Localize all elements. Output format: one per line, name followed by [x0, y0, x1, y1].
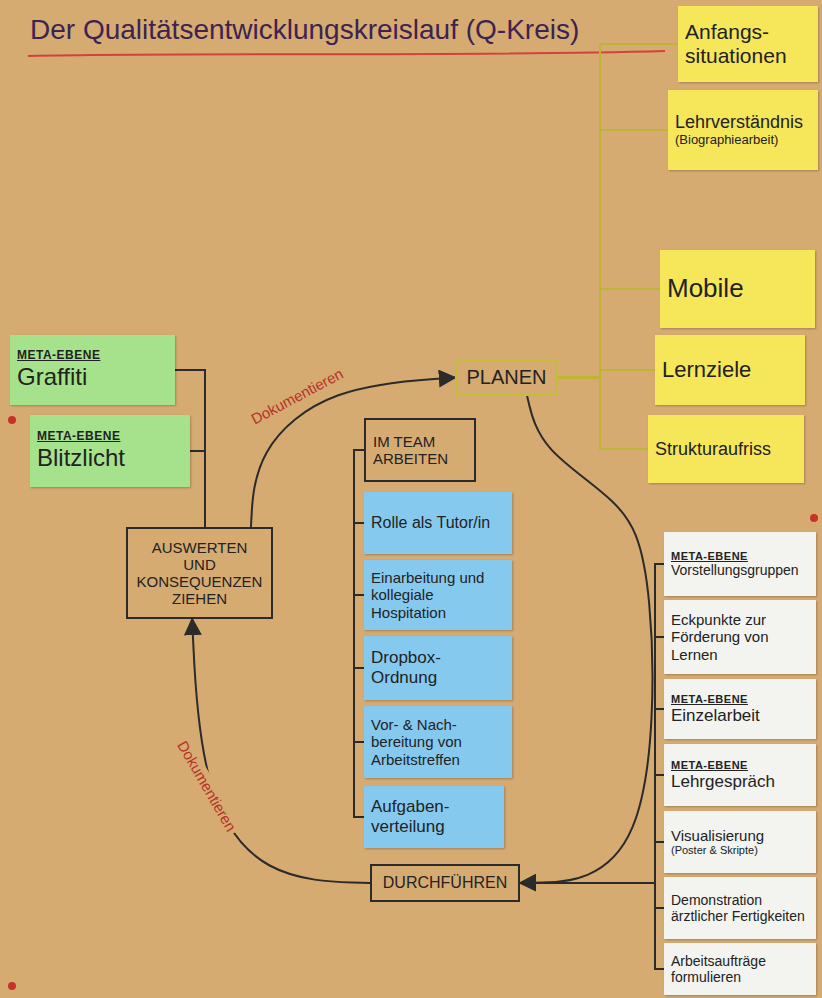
stage-box: PLANEN	[455, 359, 558, 396]
cycle-arrow	[520, 396, 652, 883]
card-text: Vor- & Nach- bereitung von Arbeitstreffe…	[371, 716, 505, 768]
card-text: Arbeitsaufträge formulieren	[671, 953, 809, 985]
card: Eckpunkte zur Förderung von Lernen	[664, 600, 816, 674]
card: Lernziele	[655, 335, 805, 405]
edge-label: Dokumentieren	[245, 363, 348, 429]
card: Aufgaben- verteilung	[364, 786, 504, 848]
stage-box: IM TEAM ARBEITEN	[364, 418, 476, 482]
stage-box: AUSWERTEN UND KONSEQUENZEN ZIEHEN	[126, 527, 273, 619]
card-text: Anfangs- situationen	[685, 20, 811, 68]
card: META-EBENEBlitzlicht	[30, 415, 190, 487]
card: Demonstration ärztlicher Fertigkeiten	[664, 877, 816, 939]
card: META-EBENEEinzelarbeit	[664, 679, 816, 739]
card: Vor- & Nach- bereitung von Arbeitstreffe…	[364, 706, 512, 778]
bracket-line	[354, 450, 364, 668]
cycle-arrow	[192, 619, 370, 883]
card-text: DURCHFÜHREN	[379, 874, 511, 892]
bracket-line	[558, 378, 648, 450]
card-text: Einarbeitung und kollegiale Hospitation	[371, 569, 505, 621]
card-text: Mobile	[667, 274, 808, 304]
card: META-EBENEGraffiti	[10, 335, 175, 405]
card-text: Lehrverständnis	[675, 112, 811, 133]
card-text: Vorstellungsgruppen	[671, 562, 809, 578]
stage-box: DURCHFÜHREN	[370, 864, 520, 902]
pin	[8, 982, 16, 990]
card-text: Demonstration ärztlicher Fertigkeiten	[671, 892, 809, 924]
card-text: Eckpunkte zur Förderung von Lernen	[671, 611, 809, 663]
title: Der Qualitätsentwicklungskreislauf (Q-Kr…	[30, 14, 579, 46]
bracket-line	[520, 564, 664, 883]
card-text: (Poster & Skripte)	[671, 844, 809, 857]
bracket-line	[558, 289, 660, 378]
card-text: AUSWERTEN UND KONSEQUENZEN ZIEHEN	[135, 539, 264, 608]
card: Dropbox- Ordnung	[364, 636, 512, 700]
card: Lehrverständnis(Biographiearbeit)	[668, 90, 818, 170]
bracket-line	[558, 370, 655, 378]
card: Mobile	[660, 250, 815, 328]
card-text: Dropbox- Ordnung	[371, 648, 505, 687]
edge-label: Dokumentieren	[173, 735, 242, 837]
pin	[810, 514, 818, 522]
card-text: (Biographiearbeit)	[675, 133, 811, 148]
card: Einarbeitung und kollegiale Hospitation	[364, 560, 512, 630]
card-text: Aufgaben- verteilung	[371, 797, 497, 836]
card-text: Visualisierung	[671, 827, 809, 844]
bracket-line	[558, 130, 668, 378]
title-underline	[28, 51, 665, 56]
card-text: Graffiti	[17, 363, 168, 391]
card-text: PLANEN	[465, 366, 548, 389]
card-text: Lernziele	[662, 357, 798, 382]
level-heading: META-EBENE	[671, 693, 809, 706]
bracket-line	[354, 450, 364, 523]
card: Strukturaufriss	[648, 415, 804, 483]
card: Anfangs- situationen	[678, 6, 818, 82]
card: Visualisierung(Poster & Skripte)	[664, 811, 816, 873]
card-text: Blitzlicht	[37, 444, 183, 472]
bracket-line	[520, 883, 664, 969]
level-heading: META-EBENE	[37, 430, 183, 444]
bracket-line	[354, 450, 364, 817]
card-text: Rolle als Tutor/in	[371, 514, 505, 532]
card-text: Einzelarbeit	[671, 706, 809, 726]
bracket-line	[354, 450, 364, 742]
card: META-EBENEVorstellungsgruppen	[664, 532, 816, 596]
card: META-EBENELehrgespräch	[664, 744, 816, 806]
bracket-line	[354, 450, 364, 595]
level-heading: META-EBENE	[671, 550, 809, 563]
card-text: IM TEAM ARBEITEN	[373, 433, 467, 468]
pin	[8, 416, 16, 424]
card-text: Lehrgespräch	[671, 772, 809, 792]
card-text: Strukturaufriss	[655, 439, 797, 460]
level-heading: META-EBENE	[17, 349, 168, 363]
card: Rolle als Tutor/in	[364, 492, 512, 554]
bracket-line	[190, 451, 205, 527]
bracket-line	[520, 883, 664, 908]
level-heading: META-EBENE	[671, 759, 809, 772]
card: Arbeitsaufträge formulieren	[664, 943, 816, 995]
bracket-line	[520, 637, 664, 883]
bracket-line	[520, 842, 664, 883]
